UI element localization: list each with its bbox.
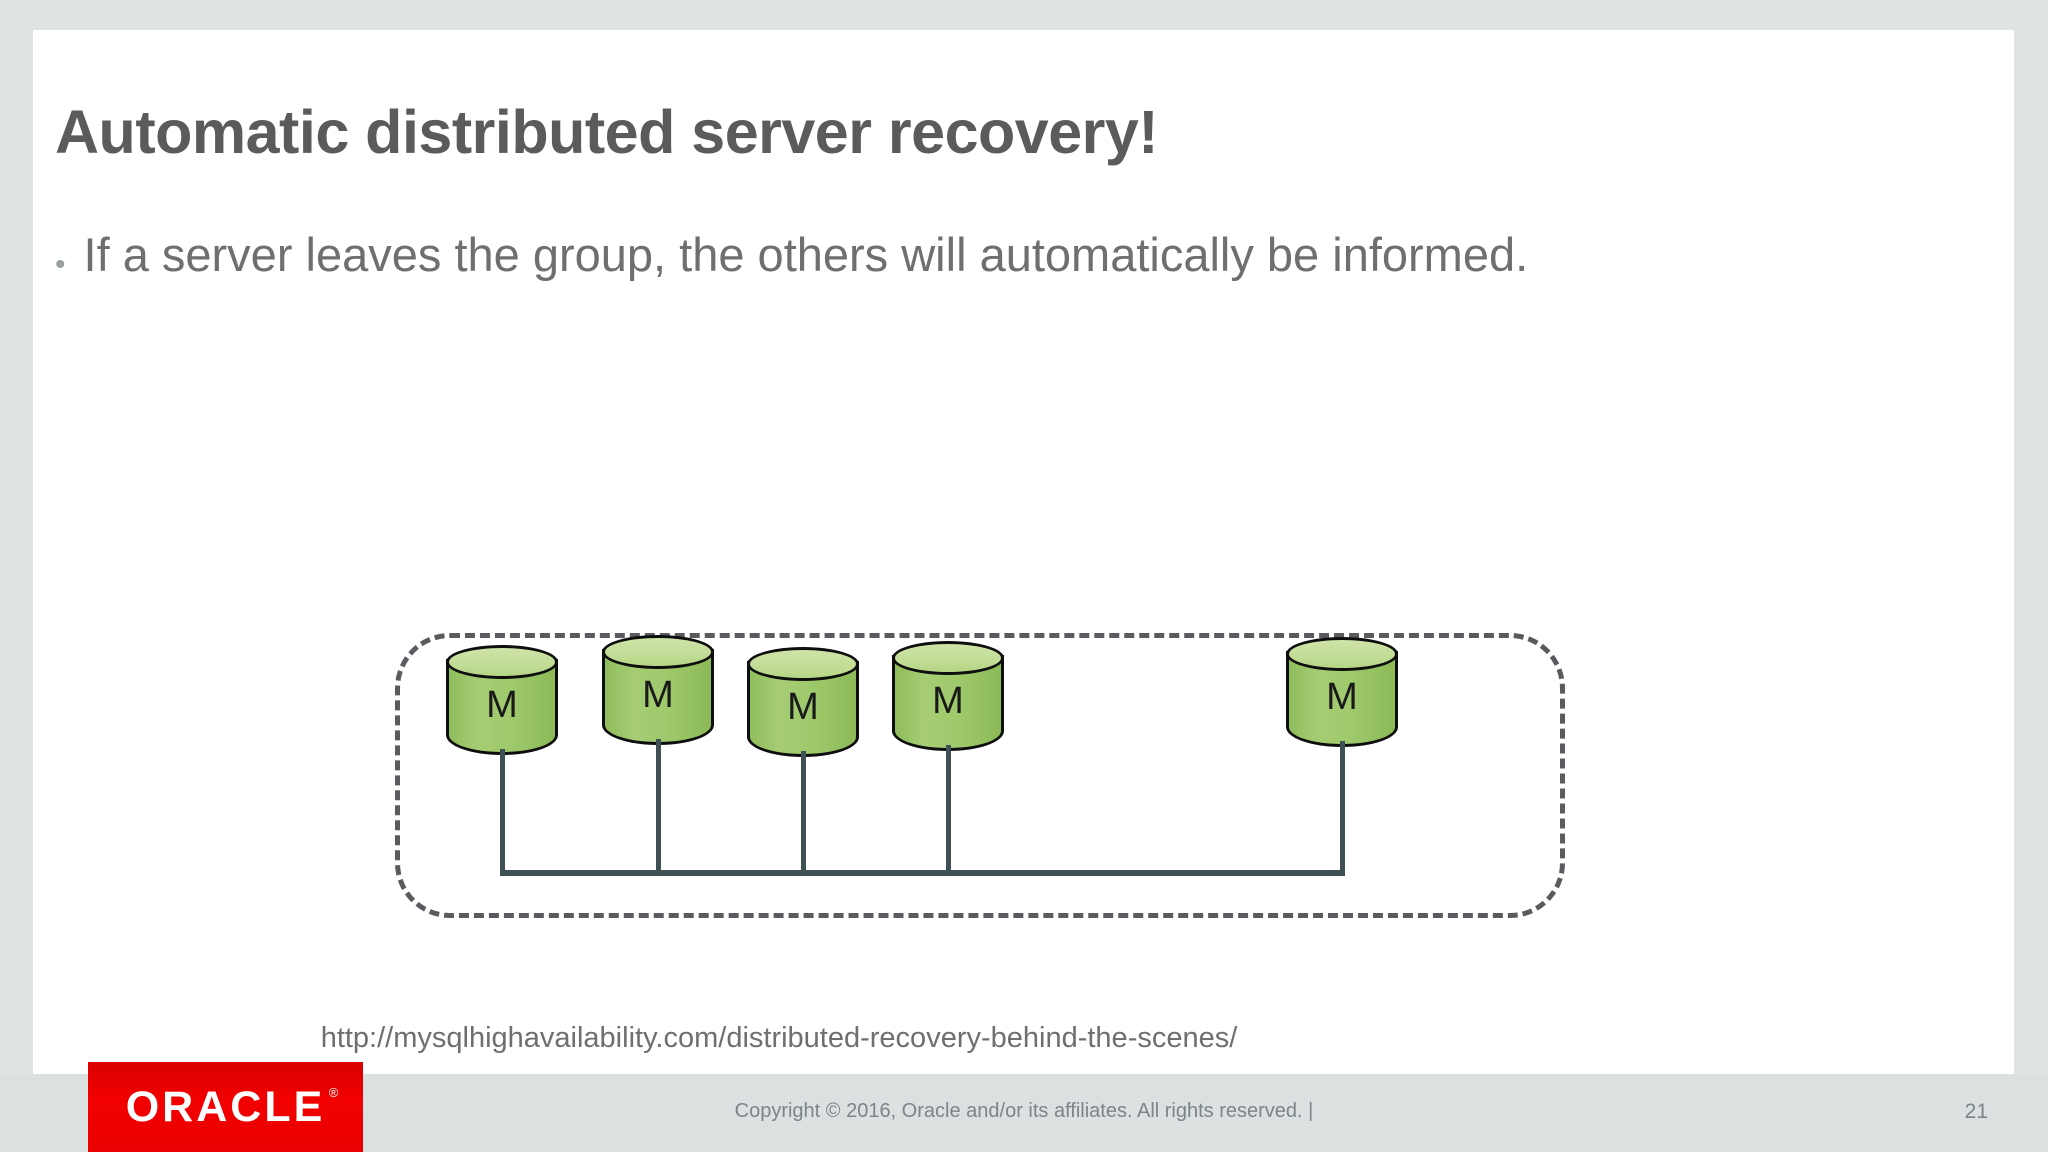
cylinder-top-ellipse xyxy=(446,645,558,679)
node-connector-stem xyxy=(801,751,806,876)
slide-canvas xyxy=(33,30,2014,1074)
node-connector-stem xyxy=(946,745,951,876)
registered-trademark-icon: ® xyxy=(328,1084,339,1100)
server-node-label: M xyxy=(787,685,819,728)
page-title: Automatic distributed server recovery! xyxy=(55,98,1159,166)
group-boundary-dashed-box xyxy=(395,633,1565,918)
database-cylinder-icon: M xyxy=(747,647,859,757)
server-node-label: M xyxy=(642,673,674,716)
database-cylinder-icon: M xyxy=(446,645,558,755)
source-url-link[interactable]: http://mysqlhighavailability.com/distrib… xyxy=(320,1022,1238,1054)
database-cylinder-icon: M xyxy=(602,635,714,745)
bullet-item-label: If a server leaves the group, the others… xyxy=(83,228,1529,281)
node-connector-stem xyxy=(500,749,505,876)
page-number: 21 xyxy=(1964,1100,1988,1123)
cylinder-top-ellipse xyxy=(747,647,859,681)
bullet-list-item: • If a server leaves the group, the othe… xyxy=(55,228,1935,282)
footer-copyright-text: Copyright © 2016, Oracle and/or its affi… xyxy=(734,1100,1314,1122)
cylinder-top-ellipse xyxy=(602,635,714,669)
database-cylinder-icon: M xyxy=(1286,637,1398,747)
node-connector-stem xyxy=(656,739,661,876)
server-node-label: M xyxy=(1326,675,1358,718)
oracle-logo: ORACLE® xyxy=(88,1062,363,1152)
cylinder-top-ellipse xyxy=(1286,637,1398,671)
oracle-wordmark-text: ORACLE xyxy=(125,1082,326,1131)
oracle-wordmark-label: ORACLE® xyxy=(125,1082,339,1132)
bullet-point-icon: • xyxy=(55,248,66,281)
server-node-label: M xyxy=(486,683,518,726)
node-connector-stem xyxy=(1340,741,1345,876)
server-node-label: M xyxy=(932,679,964,722)
cylinder-top-ellipse xyxy=(892,641,1004,675)
replication-bus-line xyxy=(502,870,1342,876)
database-cylinder-icon: M xyxy=(892,641,1004,751)
